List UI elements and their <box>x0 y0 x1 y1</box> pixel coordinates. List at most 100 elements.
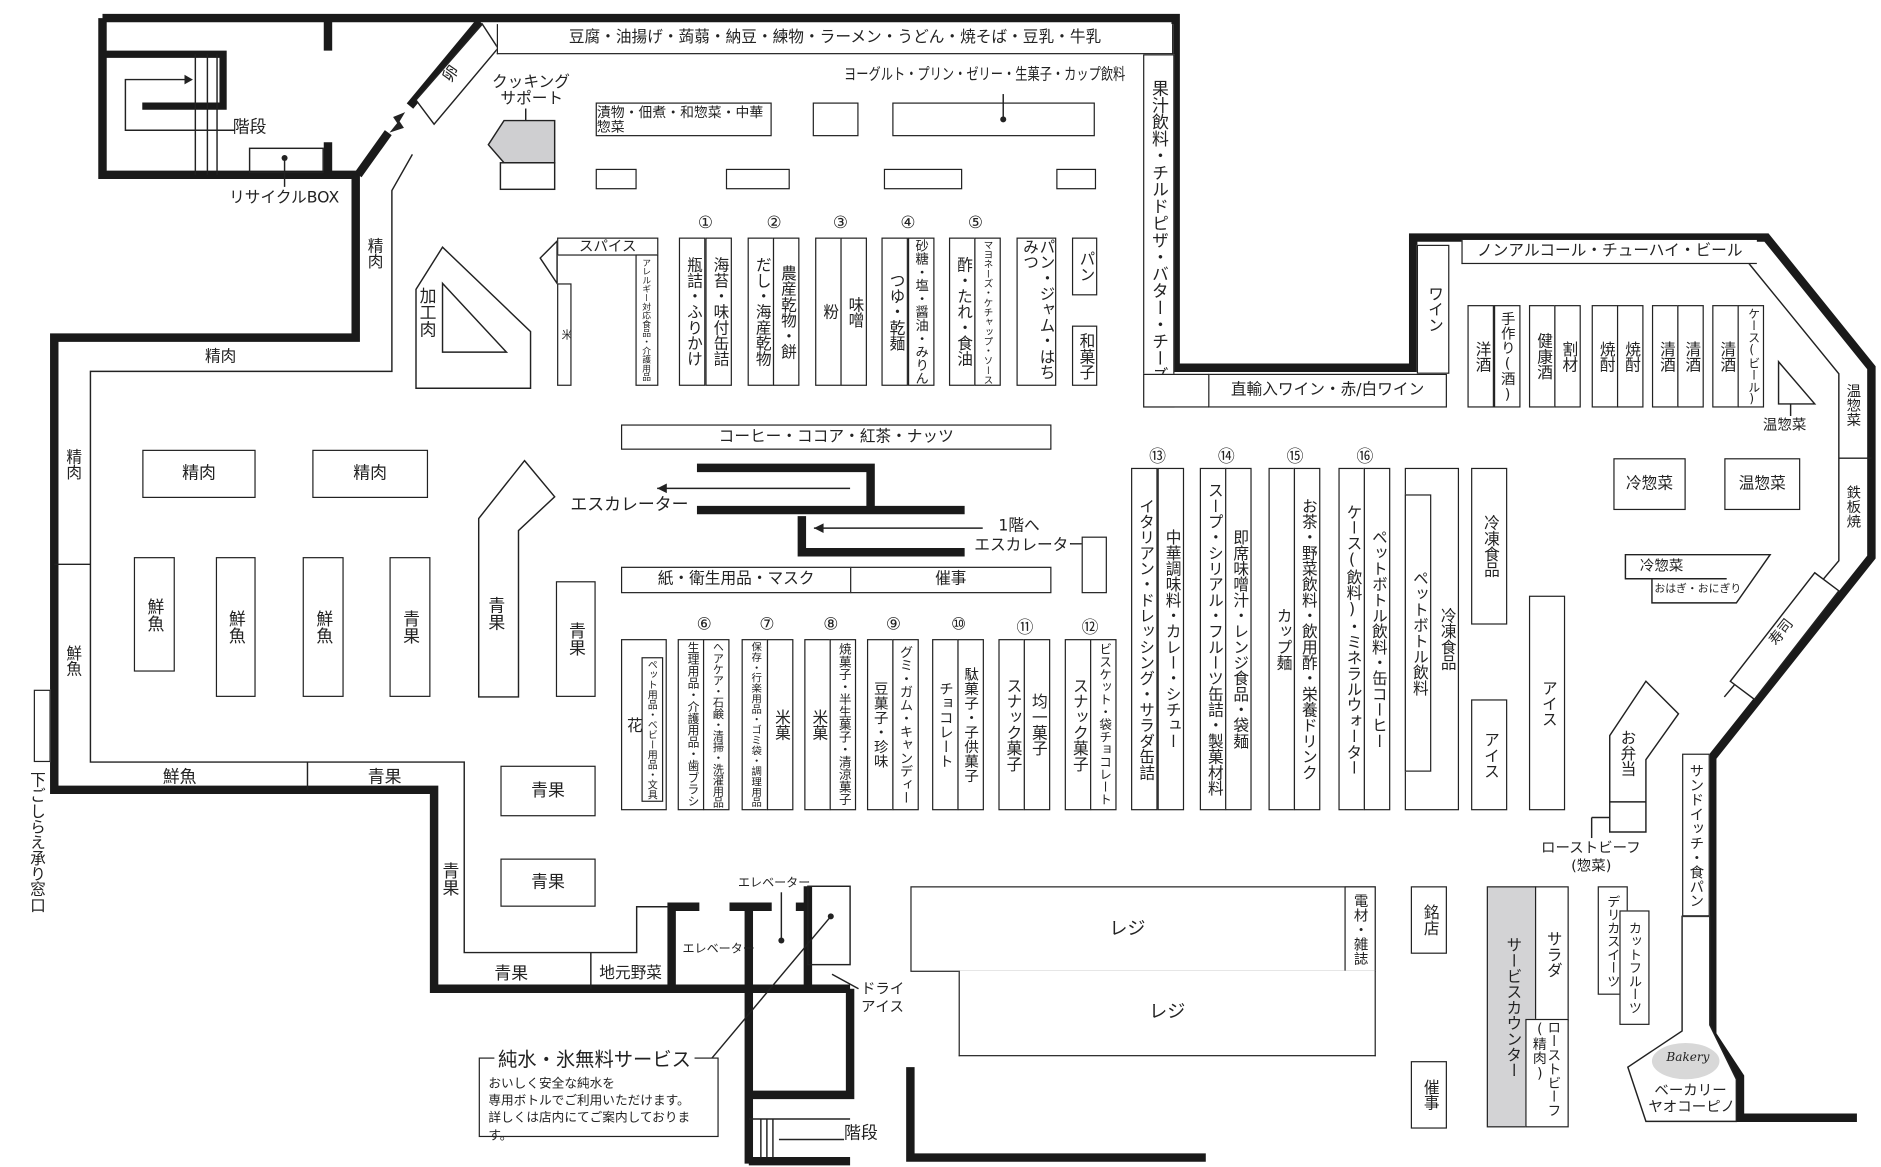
aisle-5-right: マヨネーズ・ケチャップ・ソース <box>974 237 1001 386</box>
meat-counter: 精肉 <box>312 449 429 498</box>
escalator-up-label[interactable]: エスカレーター <box>570 495 689 515</box>
aisle-16-right: ペットボトル飲料・缶コーヒー <box>1363 467 1391 811</box>
elevator-label[interactable]: エレベーター <box>737 876 811 890</box>
elevator-label[interactable]: エレベーター <box>682 942 755 957</box>
sandwich-bread-strip: サンドイッチ・食パン <box>1682 753 1710 917</box>
aisle-7-right: 米菓 <box>766 639 794 811</box>
liquor-shelf-left: 健康酒 <box>1528 305 1556 408</box>
yogurt-label: ヨーグルト・プリン・ゼリー・生菓子・カップ飲料 <box>844 66 1126 85</box>
aisle-16-left: ケース(飲料)・ミネラルウォーター <box>1338 467 1365 811</box>
aisle-number: ⑩ <box>951 614 967 635</box>
non-alcohol-beer-strip: ノンアルコール・チューハイ・ビール <box>1461 239 1757 265</box>
salad-shelf: サラダ <box>1534 886 1569 1022</box>
produce-label: 青果 <box>367 768 402 788</box>
fish-label: 鮮魚 <box>162 768 197 788</box>
prep-window[interactable] <box>33 689 51 763</box>
cold-deli-label: 冷惣菜 <box>1639 557 1684 574</box>
shelf-empty <box>725 168 790 190</box>
aisle-15-left: カップ麺 <box>1268 467 1296 811</box>
event-shelf: 催事 <box>850 566 1052 594</box>
ice-shelf: アイス <box>1528 595 1566 811</box>
produce-label: 青果 <box>494 964 529 984</box>
produce-label: 青果 <box>485 596 506 631</box>
escalator-down-label-2[interactable]: エスカレーター <box>974 536 1085 555</box>
register-2: レジ <box>958 970 1376 1057</box>
aisle-15-right: お茶・野菜飲料・飲用酢・栄養ドリンク <box>1293 467 1321 811</box>
aisle-8-left: 米菓 <box>804 639 831 811</box>
notice-line: おいしく安全な純水を <box>488 1076 615 1092</box>
escalator-down-label-1[interactable]: 1階へ <box>998 517 1040 536</box>
hot-deli-box: 温惣菜 <box>1724 458 1801 511</box>
roast-beef-deli-label-1: ローストビーフ <box>1541 839 1641 857</box>
bread-jam-shelf: パン・ジャム・はちみつ <box>1016 237 1057 386</box>
outer-wall-top-right <box>102 13 1876 1122</box>
notice-line: 詳しくは店内にてご案内しております。 <box>488 1110 691 1143</box>
aisle-number: ③ <box>832 213 849 233</box>
tofu-dairy-strip: 豆腐・油揚げ・蒟蒻・納豆・練物・ラーメン・うどん・焼そば・豆乳・牛乳 <box>496 24 1174 55</box>
produce-angled-shelf <box>477 459 556 698</box>
bento-counter <box>1609 680 1680 833</box>
aisle-number: ⑬ <box>1149 447 1167 467</box>
allergy-shelf: アレルギー対応食品・介護用品 <box>635 254 659 386</box>
elevator-wall <box>667 902 700 989</box>
liquor-shelf-left: 清酒 <box>1651 305 1679 408</box>
event-box: 催事 <box>1410 1061 1447 1129</box>
dry-ice-label-2: アイス <box>860 998 904 1016</box>
escalator-down <box>797 516 965 557</box>
aisle-1-left: 瓶詰・ふりかけ <box>678 237 706 386</box>
spice-shelf: スパイス <box>557 237 659 256</box>
aisle-6-left: 生理用品・介護用品・歯ブラシ <box>677 639 705 811</box>
import-wine-shelf: 直輸入ワイン・赤/白ワイン <box>1208 373 1447 408</box>
aisle-number: ⑦ <box>759 614 775 635</box>
batteries-magazines-shelf: 電材・雑誌 <box>1344 886 1376 972</box>
aisle-12-left: スナック菓子 <box>1064 639 1092 811</box>
bakery-logo: Bakery <box>1666 1051 1710 1065</box>
liquor-shelf-left: 洋酒 <box>1467 305 1494 408</box>
wagashi-shelf: 和菓子 <box>1071 325 1098 386</box>
aisle-number: ④ <box>900 213 916 233</box>
liquor-shelf-right: 焼酎 <box>1616 305 1644 408</box>
roast-beef-meat-shelf: ローストビーフ(精肉) <box>1525 1018 1569 1128</box>
aisle-5-left: 酢・たれ・食油 <box>948 237 976 386</box>
free-water-notice: 純水・氷無料サービス おいしく安全な純水を 専用ボトルでご利用いただけます。 詳… <box>478 1046 719 1143</box>
aisle-2-right: 農産乾物・餅 <box>772 237 800 386</box>
aisle-number: ⑯ <box>1356 447 1374 467</box>
bread-shelf: パン <box>1071 237 1098 296</box>
recycle-box-label: リサイクルBOX <box>229 189 340 208</box>
bakery-label-1: ベーカリー <box>1654 1081 1727 1099</box>
cooking-support-counter <box>487 119 556 164</box>
escalator-up <box>696 463 875 509</box>
juice-strip-end <box>1143 373 1210 408</box>
liquor-shelf-right: 清酒 <box>1677 305 1704 408</box>
aisle-number: ⑧ <box>823 614 839 635</box>
local-vegetables-label: 地元野菜 <box>599 964 663 983</box>
shelf-empty <box>1081 536 1107 594</box>
aisle-3-left: 粉 <box>815 237 842 386</box>
aisle-number: ⑥ <box>696 614 712 635</box>
fish-counter: 鮮魚 <box>215 557 256 697</box>
bakery-label-2: ヤオコーピノ <box>1648 1098 1736 1116</box>
hot-deli-strip-label: 温惣菜 <box>1844 383 1862 427</box>
prep-window-label: 下ごしらえ承り窓口 <box>26 771 45 913</box>
entrance-wall-2 <box>406 19 484 109</box>
coffee-tea-shelf: コーヒー・ココア・紅茶・ナッツ <box>620 424 1052 450</box>
shelf-empty <box>1056 168 1097 190</box>
aisle-10-right: 駄菓子・子供菓子 <box>957 639 984 811</box>
aisle-10-left: チョコレート <box>932 639 959 811</box>
spice-shelf-angle <box>539 239 558 286</box>
cooking-support-label-2: サポート <box>500 90 564 109</box>
aisle-9-right: グミ・ガム・キャンディー <box>892 639 919 811</box>
produce-counter: 青果 <box>500 858 596 907</box>
aisle-1-right: 海苔・味付缶詰 <box>705 237 732 386</box>
aisle-14-left: スープ・シリアル・フルーツ缶詰・製菓材料 <box>1199 467 1227 811</box>
meat-corridor <box>89 153 670 954</box>
aisle-6-right: ヘアケア・石鹸・清掃・洗濯用品 <box>702 639 730 811</box>
teppanyaki-label: 鉄板焼 <box>1844 484 1862 529</box>
meat-counter: 精肉 <box>142 449 256 498</box>
wine-strip: ワイン <box>1416 244 1450 374</box>
aisle-4-right: 砂糖・塩・醤油・みりん <box>907 237 935 386</box>
roast-beef-deli-label-2: (惣菜) <box>1571 857 1612 875</box>
processed-meat-label: 加工肉 <box>417 286 437 338</box>
paper-hygiene-shelf: 紙・衛生用品・マスク <box>620 566 852 594</box>
